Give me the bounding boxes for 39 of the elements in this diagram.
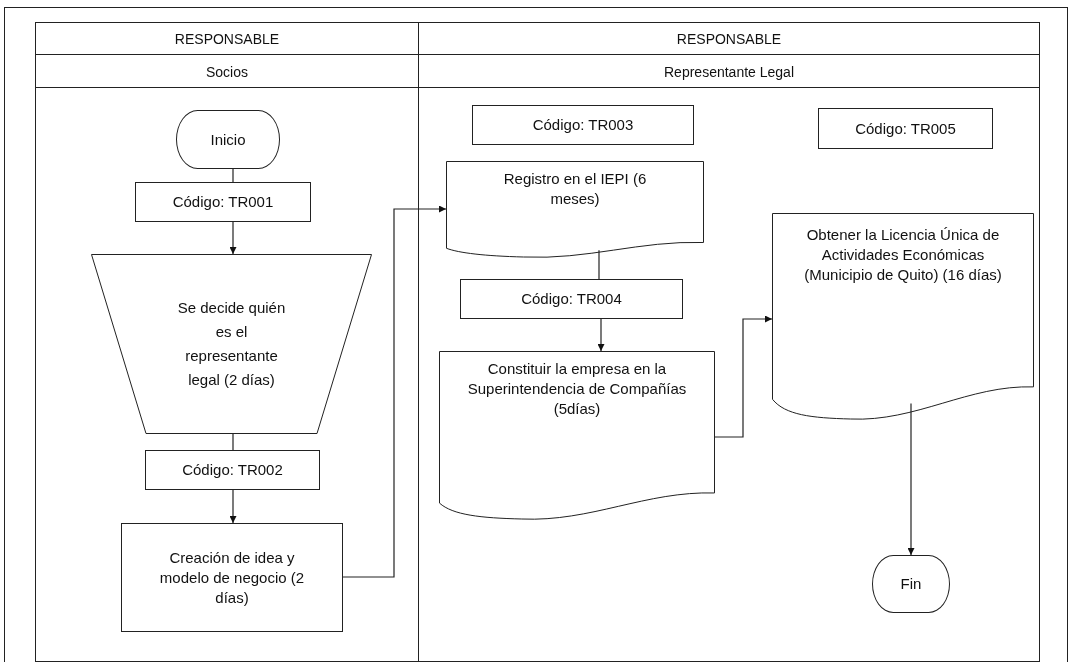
terminator-shape	[176, 110, 280, 169]
swimlane	[35, 22, 419, 662]
arrow	[229, 489, 237, 524]
node-label: Código: TR003	[532, 115, 634, 135]
arrow	[342, 205, 447, 578]
node-label: Código: TR002	[182, 460, 283, 480]
node-label: Constituir la empresa en la Superintendencia de Compañías (5días)	[466, 359, 688, 419]
column-header: RESPONSABLE	[419, 23, 1039, 55]
node-label: Obtener la Licencia Única de Actividades Económicas (Municipio de Quito) (16 días)	[803, 225, 1003, 285]
node-label: Código: TR004	[521, 289, 622, 309]
document-shape	[772, 213, 1034, 420]
node-label: Se decide quién es el representante legal (2 días)	[176, 298, 287, 390]
node-label: Código: TR005	[855, 118, 956, 139]
swimlane	[418, 22, 1040, 662]
terminator-shape	[872, 555, 950, 613]
arrow	[229, 221, 237, 255]
column-header: RESPONSABLE	[36, 23, 418, 55]
arrow	[907, 402, 915, 556]
node-label: Código: TR001	[172, 192, 274, 212]
arrow	[714, 315, 773, 438]
connector-line	[232, 433, 234, 451]
node-label: Fin	[900, 574, 922, 594]
node-label: Creación de idea y modelo de negocio (2 días)	[158, 547, 306, 608]
code-box	[460, 279, 683, 319]
code-box	[818, 108, 993, 149]
connector-line	[232, 168, 234, 183]
node-label: Inicio	[210, 129, 246, 150]
code-box	[472, 105, 694, 145]
lane-header: Socios	[36, 56, 418, 88]
connector-line	[598, 249, 600, 280]
lane-header: Representante Legal	[419, 56, 1039, 88]
code-box	[135, 182, 311, 222]
manual-operation-shape	[91, 254, 372, 434]
document-shape	[439, 351, 715, 520]
code-box	[145, 450, 320, 490]
node-label: Registro en el IEPI (6 meses)	[502, 169, 648, 209]
arrow	[597, 318, 605, 352]
process-box	[121, 523, 343, 632]
document-shape	[446, 161, 704, 258]
